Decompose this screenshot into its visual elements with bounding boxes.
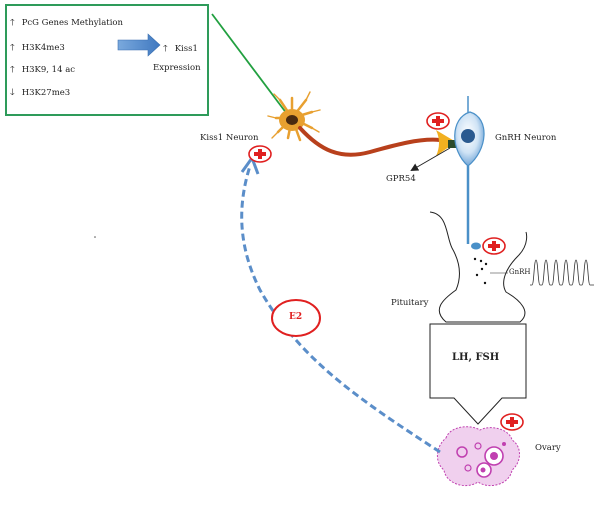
gnrh-label: GnRH (509, 268, 531, 276)
kiss1-neuron-label: Kiss1 Neuron (200, 133, 259, 143)
epigenetic-item-h3k27me3: 🡓 H3K27me3 (10, 85, 70, 101)
ovary-label: Ovary (535, 443, 561, 453)
block-arrow-icon (117, 33, 161, 57)
gpr54-arrow (410, 147, 451, 172)
up-arrow-icon: 🡑 (10, 65, 15, 75)
gnrh-dots (473, 257, 488, 285)
expression-label: Expression (153, 63, 201, 73)
kiss1-result-gene: Kiss1 (174, 44, 198, 54)
gpr54-label: GPR54 (386, 174, 416, 184)
kiss1-axon (298, 126, 442, 157)
down-arrow-icon: 🡓 (10, 88, 15, 98)
epigenetic-item-pcg: 🡑 PcG Genes Methylation (10, 15, 123, 31)
gpr54-receptor (448, 140, 456, 148)
pituitary (429, 211, 528, 323)
gnrh-neuron (454, 96, 485, 250)
pituitary-label: Pituitary (391, 298, 429, 308)
kiss1-neuron (267, 91, 321, 142)
gnrh-neuron-label: GnRH Neuron (495, 133, 557, 143)
epigenetics-box (5, 4, 209, 116)
epigenetic-label-pcg: PcG Genes Methylation (21, 18, 124, 28)
up-arrow-icon: 🡑 (163, 44, 168, 54)
box-connector-line (211, 13, 291, 119)
lh-fsh-arrow (429, 323, 527, 425)
up-arrow-icon: 🡑 (10, 43, 15, 53)
e2-feedback-path (240, 165, 441, 454)
epigenetic-label-h3k27me3: H3K27me3 (21, 88, 71, 98)
plus-badge-icon (482, 237, 506, 255)
e2-label: E2 (289, 312, 303, 322)
lh-fsh-label: LH, FSH (452, 352, 500, 363)
gnrh-pulse-train (530, 259, 594, 286)
epigenetic-item-h3k4me3: 🡑 H3K4me3 (10, 40, 65, 56)
plus-badge-icon (500, 413, 524, 431)
ovary (437, 426, 520, 486)
e2-node (271, 299, 321, 337)
plus-badge-icon (426, 112, 450, 130)
plus-badge-icon (248, 145, 272, 163)
epigenetic-label-h3k4me3: H3K4me3 (21, 43, 65, 53)
epigenetic-item-h3k9: 🡑 H3K9, 14 ac (10, 62, 75, 78)
epigenetic-label-h3k9: H3K9, 14 ac (21, 65, 76, 75)
up-arrow-icon: 🡑 (10, 18, 15, 28)
kiss1-result: 🡑 Kiss1 (163, 41, 198, 57)
